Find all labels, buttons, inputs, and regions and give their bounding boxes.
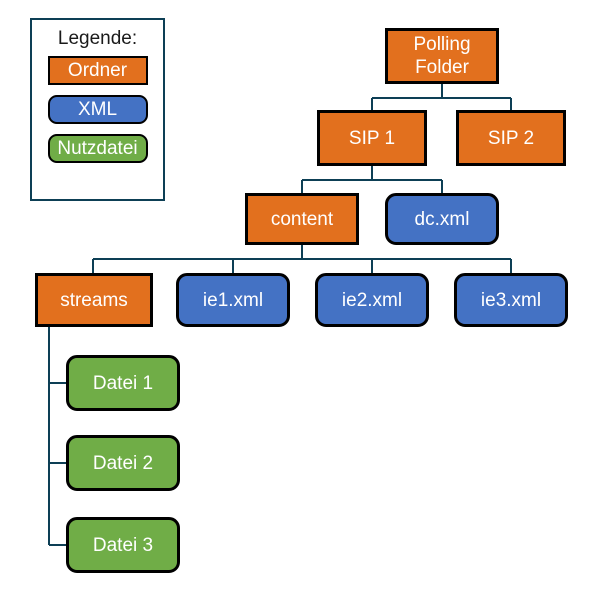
node-polling-folder[interactable]: Polling Folder — [385, 28, 499, 84]
node-datei-3[interactable]: Datei 3 — [66, 517, 180, 573]
node-content[interactable]: content — [245, 193, 359, 245]
legend-item-nutzdatei: Nutzdatei — [47, 134, 148, 163]
node-datei-2[interactable]: Datei 2 — [66, 435, 180, 491]
node-datei-1[interactable]: Datei 1 — [66, 355, 180, 411]
node-streams[interactable]: streams — [35, 273, 153, 327]
node-ie2-xml[interactable]: ie2.xml — [315, 273, 429, 327]
node-dc-xml[interactable]: dc.xml — [385, 193, 499, 245]
legend-title: Legende: — [57, 28, 138, 49]
node-ie3-xml[interactable]: ie3.xml — [454, 273, 568, 327]
node-ie1-xml[interactable]: ie1.xml — [176, 273, 290, 327]
legend-panel: Legende: Ordner XML Nutzdatei — [30, 18, 165, 201]
node-sip-2[interactable]: SIP 2 — [456, 110, 566, 166]
legend-item-xml: XML — [47, 95, 148, 124]
legend-item-ordner: Ordner — [47, 56, 148, 85]
node-sip-1[interactable]: SIP 1 — [317, 110, 427, 166]
